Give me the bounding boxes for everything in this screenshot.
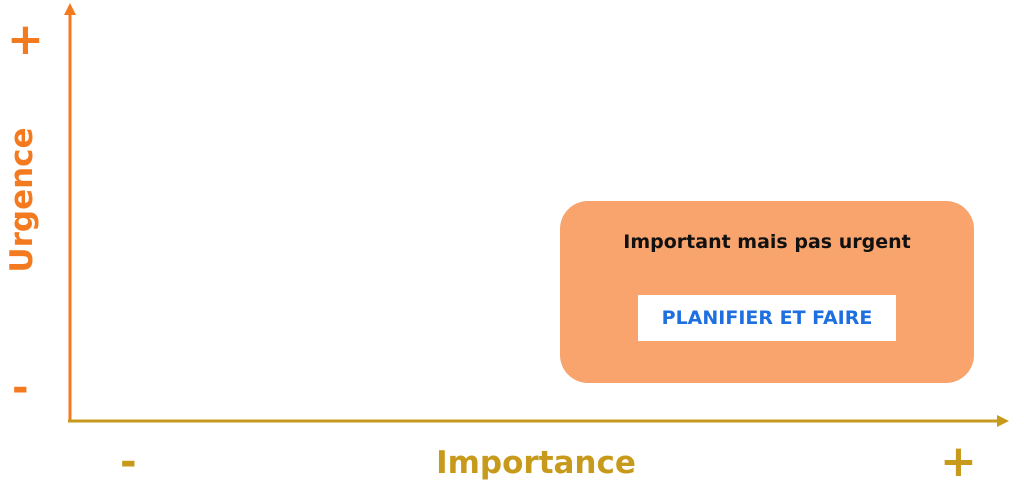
quadrant-title: Important mais pas urgent xyxy=(623,231,911,253)
x-axis-title: Importance xyxy=(436,445,636,481)
y-axis-title: Urgence xyxy=(4,127,40,273)
y-axis-high-label: + xyxy=(7,14,44,65)
x-axis-high-label: + xyxy=(940,436,977,487)
x-axis-arrow xyxy=(997,415,1009,427)
y-axis-low-label: - xyxy=(12,365,29,411)
quadrant-important-not-urgent: Important mais pas urgent PLANIFIER ET F… xyxy=(560,201,974,383)
quadrant-action-box: PLANIFIER ET FAIRE xyxy=(638,295,896,341)
x-axis-low-label: - xyxy=(120,439,137,485)
y-axis-arrow xyxy=(64,3,76,15)
quadrant-action: PLANIFIER ET FAIRE xyxy=(661,307,873,329)
